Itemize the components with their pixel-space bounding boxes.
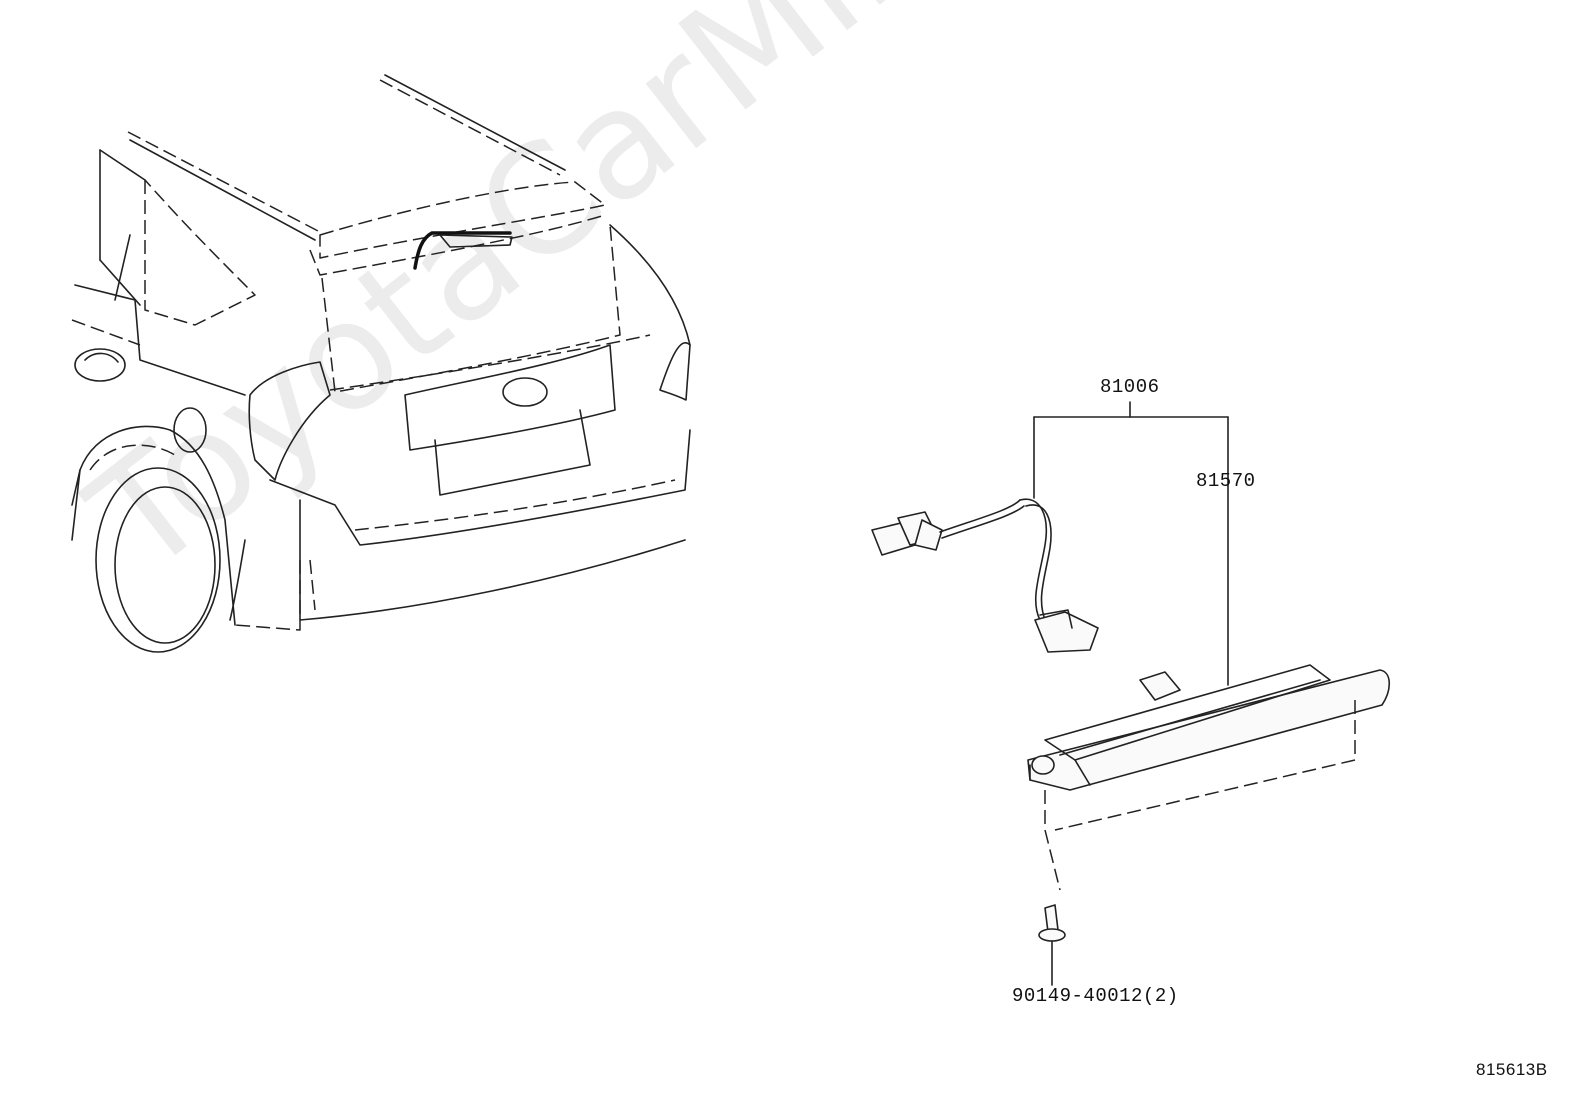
wire-harness-81006 [871, 498, 1099, 653]
callout-leaders [1033, 401, 1229, 686]
callout-label-harness: 81006 [1100, 376, 1160, 398]
vehicle-illustration [71, 74, 691, 653]
diagram-code: 815613B [1476, 1060, 1548, 1079]
callout-label-lamp: 81570 [1196, 470, 1256, 492]
callout-label-screw: 90149-40012(2) [1012, 985, 1179, 1007]
stop-lamp-81570 [1027, 664, 1391, 891]
screw-90149-40012 [1038, 904, 1066, 986]
